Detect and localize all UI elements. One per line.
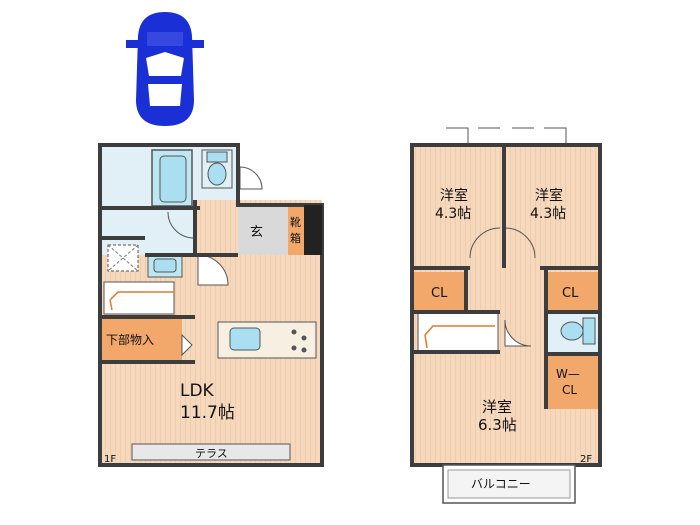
floor-1-label: 1F	[104, 454, 116, 465]
shoe-box-label-bottom: 箱	[290, 231, 301, 245]
balcony-label: バルコニー	[471, 477, 531, 491]
walkin-closet-label-bottom: CL	[562, 383, 577, 397]
floor-2	[410, 127, 602, 504]
ldk-size-label: 11.7帖	[180, 403, 235, 423]
floor-1	[98, 143, 324, 467]
stairs-icon	[109, 291, 174, 311]
car-icon	[126, 12, 204, 126]
bathtub-icon	[151, 149, 193, 207]
room-c-name: 洋室	[482, 398, 512, 416]
ldk-name-label: LDK	[180, 381, 215, 401]
room-a-name: 洋室	[440, 187, 468, 204]
storage-label: 下部物入	[106, 332, 154, 347]
stove-icon	[291, 329, 307, 353]
toilet-icon	[201, 149, 233, 189]
kitchen-counter-icon	[217, 321, 317, 359]
washer-icon	[107, 244, 139, 272]
sink-icon	[147, 254, 183, 278]
room-c-size: 6.3帖	[478, 416, 517, 434]
closet-right-label: CL	[562, 286, 579, 301]
walkin-closet-label-top: W—	[556, 367, 580, 381]
closet-left-label: CL	[431, 286, 448, 301]
toilet-icon	[560, 317, 596, 345]
stairs-icon	[424, 325, 495, 349]
terrace-label: テラス	[195, 447, 228, 460]
shoe-box-label-top: 靴	[290, 215, 301, 229]
floor-2-label: 2F	[580, 454, 592, 465]
room-a-size: 4.3帖	[435, 206, 471, 222]
entrance-label: 玄	[250, 225, 263, 240]
room-b-size: 4.3帖	[530, 206, 566, 222]
room-b-name: 洋室	[535, 187, 563, 204]
